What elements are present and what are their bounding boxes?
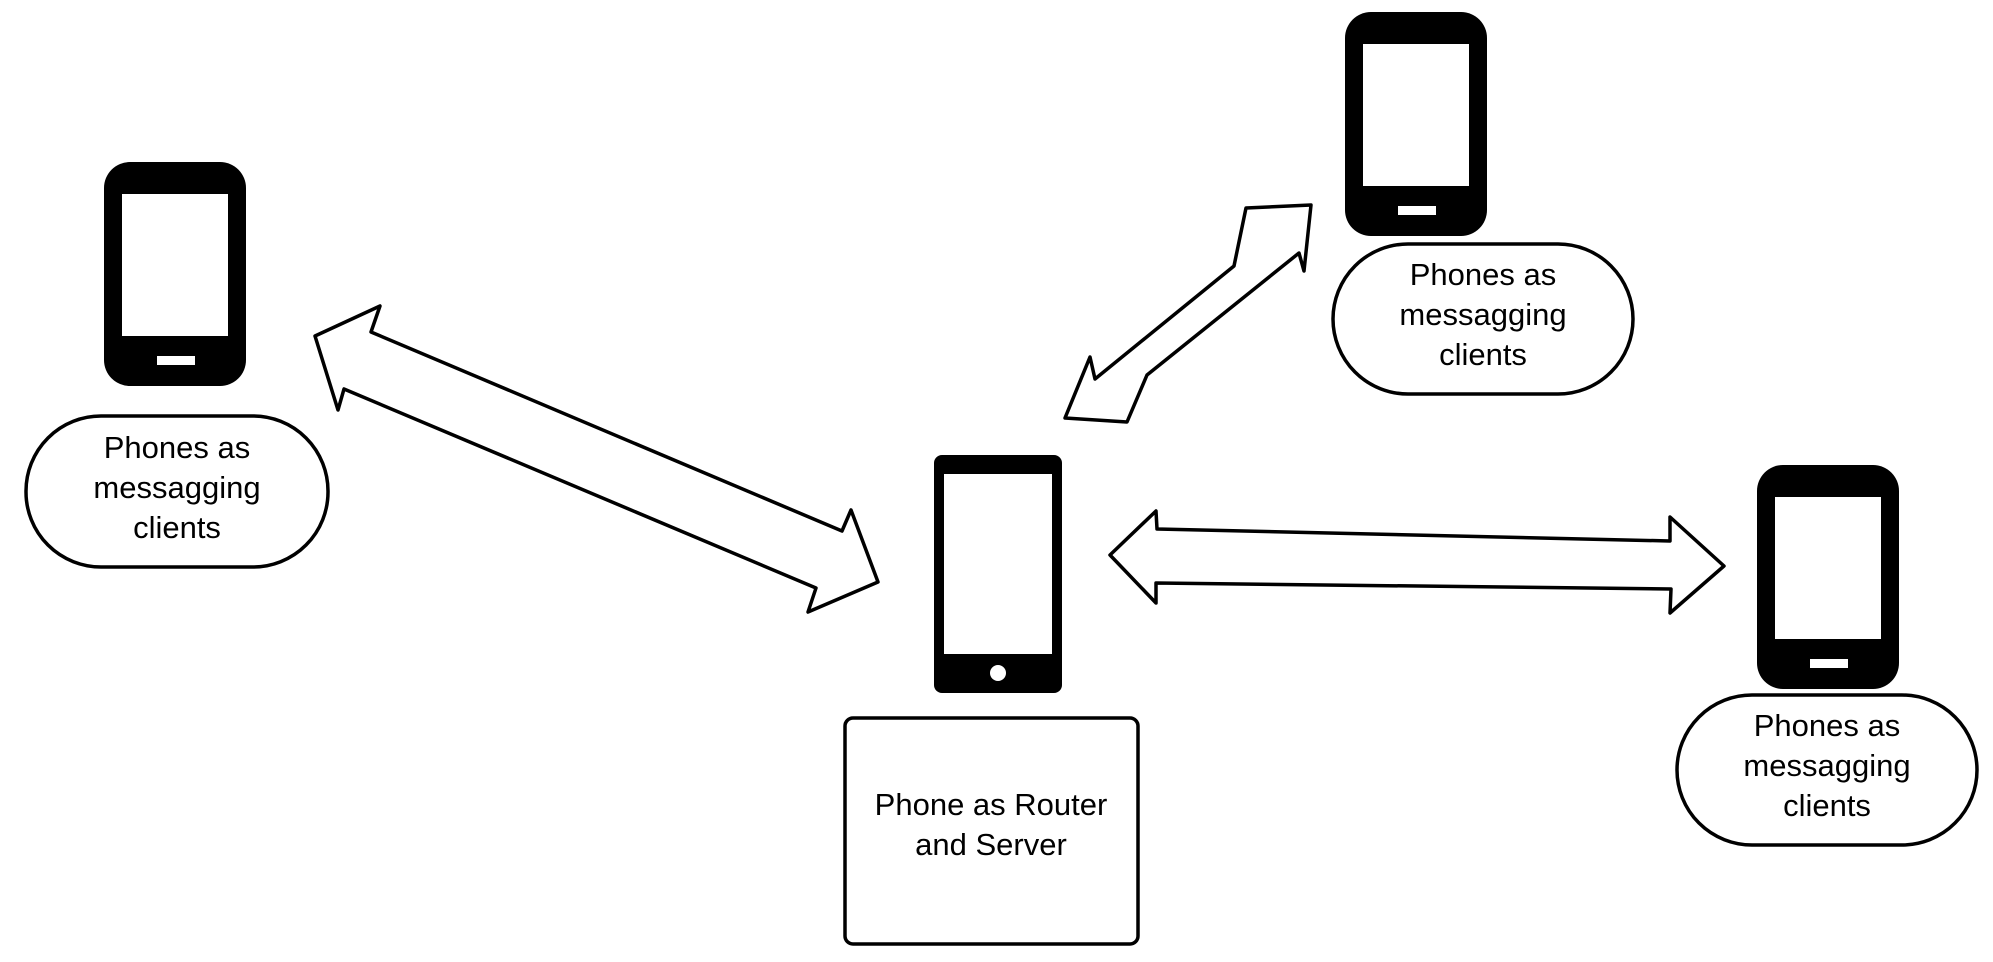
label-box-rounded: [1675, 693, 1979, 847]
router-server-label: Phone as Router and Server: [843, 716, 1140, 946]
phone-icon: [104, 162, 246, 386]
label-line: clients: [133, 510, 221, 545]
label-box-rounded: [1331, 242, 1635, 396]
connection-router-to-right: [1108, 509, 1726, 615]
connection-topright-to-router: [1063, 203, 1313, 424]
label-line: and Server: [915, 827, 1067, 862]
label-line: Phones as: [1754, 708, 1901, 743]
client-left-label: Phones as messagging clients: [24, 414, 330, 569]
label-line: clients: [1439, 337, 1527, 372]
bidirectional-arrow-left: [313, 304, 880, 614]
connection-left-to-router: [313, 304, 880, 614]
label-line: messagging: [93, 470, 260, 505]
label-line: clients: [1783, 788, 1871, 823]
smartphone-icon: [934, 455, 1062, 693]
label-box-square: [843, 716, 1140, 946]
label-line: Phones as: [1410, 257, 1557, 292]
phone-icon: [1345, 12, 1487, 236]
client-top-right-label: Phones as messagging clients: [1331, 242, 1635, 396]
phone-icon: [1757, 465, 1899, 689]
client-right-label: Phones as messagging clients: [1675, 693, 1979, 847]
bidirectional-arrow-top-right: [1063, 203, 1313, 424]
label-line: Phones as: [104, 430, 251, 465]
label-box-rounded: [24, 414, 330, 569]
label-line: messagging: [1743, 748, 1910, 783]
bidirectional-arrow-right: [1108, 509, 1726, 615]
label-line: messagging: [1399, 297, 1566, 332]
label-line: Phone as Router: [875, 787, 1108, 822]
